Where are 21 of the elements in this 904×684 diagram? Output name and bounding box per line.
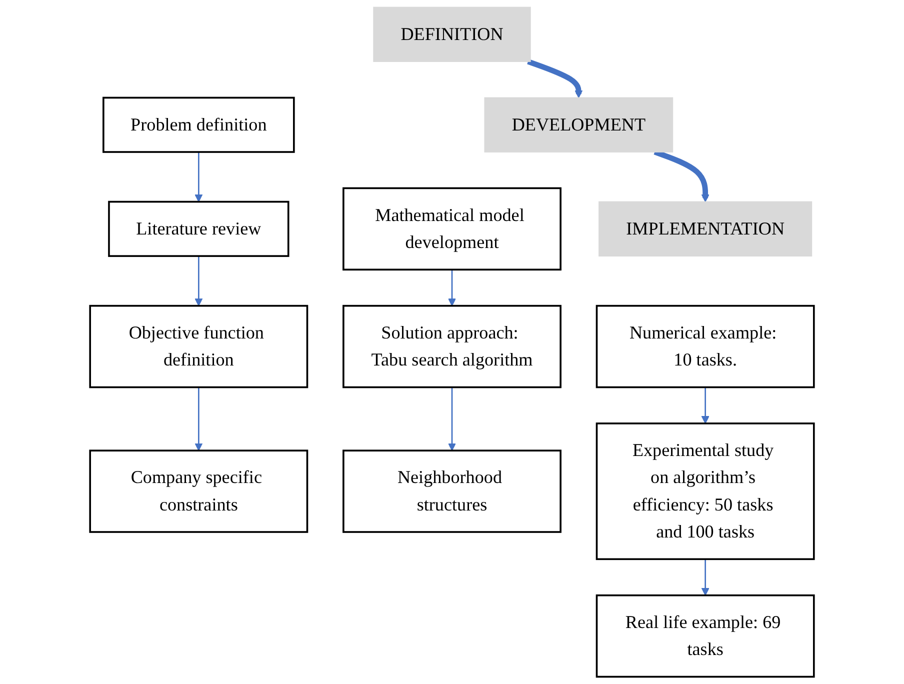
node-box: Company specific constraints (89, 450, 308, 533)
node-box: Real life example: 69 tasks (596, 594, 815, 678)
arrow (701, 387, 710, 424)
node-box: Experimental study on algorithm’s efficiency: 50 tasks and 100 tasks (596, 422, 815, 560)
node-box: DEFINITION (373, 6, 531, 62)
arrow (194, 152, 203, 202)
node-box: Mathematical model development (342, 187, 562, 271)
node-box: Numerical example: 10 tasks. (596, 304, 815, 388)
node-box: Objective function definition (89, 304, 308, 388)
node-box: Literature review (108, 200, 290, 257)
node-box: DEVELOPMENT (484, 97, 674, 152)
node-box: Neighborhood structures (342, 450, 562, 533)
arrow (194, 387, 203, 451)
node-box: Problem definition (102, 96, 295, 153)
node-box: IMPLEMENTATION (598, 201, 812, 256)
arrow (448, 387, 456, 451)
arrow (448, 270, 456, 306)
node-box: Solution approach: Tabu search algorithm (342, 304, 562, 388)
arrow (527, 58, 583, 98)
arrow (701, 559, 710, 596)
arrow (194, 256, 203, 306)
